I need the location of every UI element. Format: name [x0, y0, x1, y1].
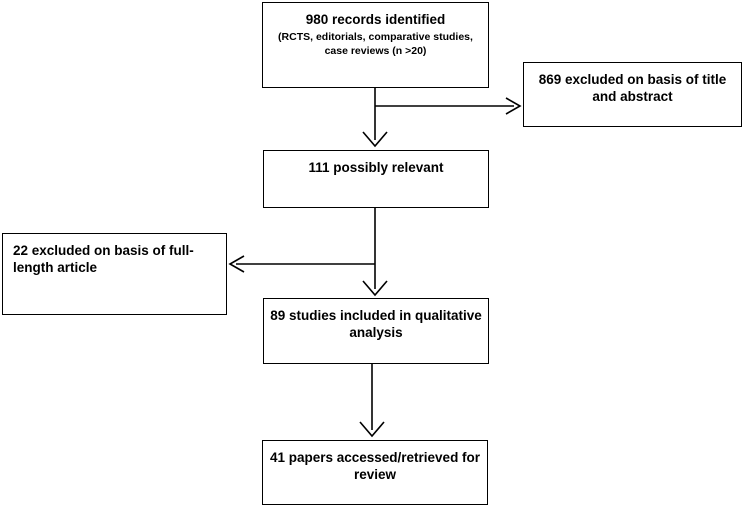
arrowhead-relevant — [362, 131, 388, 148]
papers-retrieved-text: 41 papers accessed/retrieved for review — [269, 450, 481, 482]
records-identified-title: 980 records identified — [305, 12, 446, 27]
records-identified-subtitle: (RCTS, editorials, comparative studies, … — [278, 31, 473, 57]
possibly-relevant-text: 111 possibly relevant — [308, 160, 444, 175]
arrowhead-papers — [359, 421, 385, 438]
records-identified-box: 980 records identified (RCTS, editorials… — [262, 2, 489, 88]
arrowhead-excluded-full — [228, 255, 245, 273]
qualitative-analysis-text: 89 studies included in qualitative analy… — [270, 308, 482, 340]
excluded-full-length-box: 22 excluded on basis of full-length arti… — [2, 233, 227, 315]
excluded-title-abstract-box: 869 excluded on basis of title and abstr… — [523, 62, 742, 127]
excluded-title-abstract-text: 869 excluded on basis of title and abstr… — [538, 72, 727, 104]
qualitative-analysis-box: 89 studies included in qualitative analy… — [263, 298, 489, 364]
possibly-relevant-box: 111 possibly relevant — [263, 150, 489, 208]
arrowhead-excluded-title — [505, 97, 522, 115]
papers-retrieved-box: 41 papers accessed/retrieved for review — [262, 440, 488, 505]
excluded-full-length-text: 22 excluded on basis of full-length arti… — [13, 243, 194, 275]
arrowhead-included — [362, 280, 388, 297]
